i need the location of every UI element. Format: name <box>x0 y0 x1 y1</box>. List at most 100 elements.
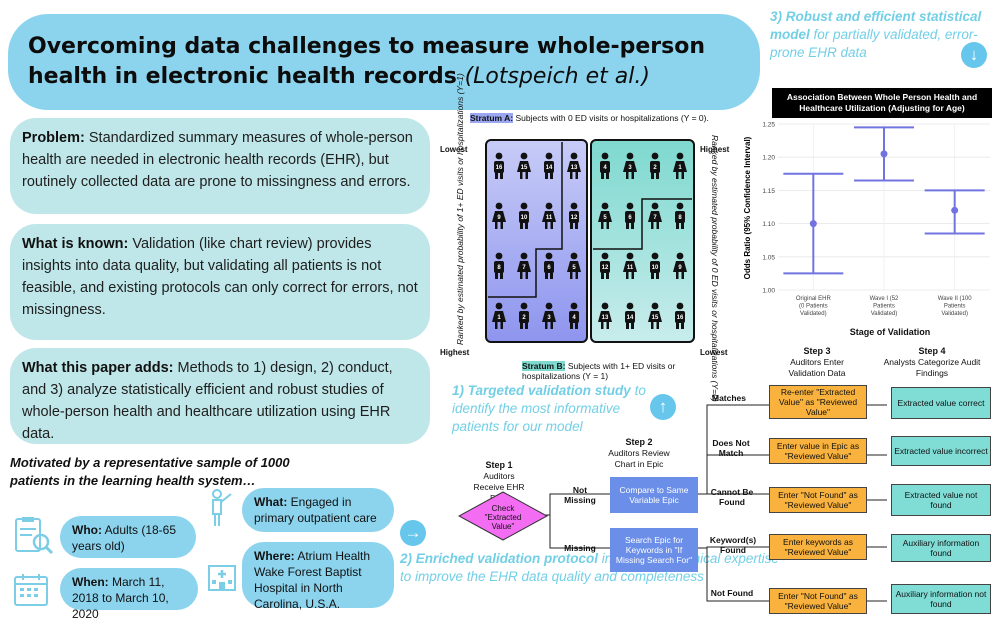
stratum-b-person: 14 <box>617 291 642 341</box>
outcome-aux-found: Auxiliary information found <box>891 534 991 562</box>
svg-text:13: 13 <box>570 165 577 171</box>
right-lowest-label: Lowest <box>700 348 728 357</box>
outcome-incorrect: Extracted value incorrect <box>891 436 991 466</box>
chart-point <box>809 220 817 228</box>
motivated-text: Motivated by a representative sample of … <box>10 455 290 488</box>
problem-box: Problem: Standardized summary measures o… <box>10 118 430 214</box>
stratum-b-label: Stratum B: Subjects with 1+ ED visits or… <box>522 361 676 381</box>
person-presenting-icon <box>205 488 237 528</box>
stratum-a-person: 6 <box>537 241 562 291</box>
svg-text:9: 9 <box>679 265 683 271</box>
chart-point <box>951 206 959 214</box>
when-pill: When: March 11, 2018 to March 10, 2020 <box>60 568 198 621</box>
stratum-b-person: 4 <box>592 141 617 191</box>
what-pill: What: Engaged in primary outpatient care <box>242 488 394 532</box>
svg-text:12: 12 <box>570 215 577 221</box>
stratum-b-person: 10 <box>643 241 668 291</box>
svg-text:8: 8 <box>679 215 683 221</box>
section1-heading: 1) Targeted validation study to identify… <box>452 383 646 434</box>
calendar-icon <box>12 572 52 608</box>
stratum-a-person: 11 <box>537 191 562 241</box>
svg-text:15: 15 <box>652 315 659 321</box>
svg-text:13: 13 <box>601 315 608 321</box>
right-highest-label: Highest <box>700 145 730 154</box>
svg-text:7: 7 <box>522 265 526 271</box>
left-lowest-label: Lowest <box>440 145 468 154</box>
matches-label: Matches <box>711 393 746 403</box>
hospital-icon <box>205 558 239 592</box>
svg-text:10: 10 <box>652 265 659 271</box>
stratum-a-person: 14 <box>537 141 562 191</box>
flow-connectors <box>545 404 887 602</box>
left-axis-label: Ranked by estimated probability of 1+ ED… <box>455 73 465 345</box>
compare-box: Compare to Same Variable Epic <box>610 477 698 513</box>
svg-text:4: 4 <box>603 165 607 171</box>
stratum-b-person: 16 <box>668 291 693 341</box>
stratum-b-person: 3 <box>617 141 642 191</box>
cannot-be-found-label: Cannot Be Found <box>710 487 754 507</box>
svg-text:2: 2 <box>653 165 657 171</box>
chart-ytick-label: 1.15 <box>762 188 775 195</box>
svg-text:5: 5 <box>603 215 607 221</box>
chart-title: Association Between Whole Person Health … <box>772 88 992 118</box>
stratum-a-label: Stratum A: Subjects with 0 ED visits or … <box>470 113 709 123</box>
svg-text:16: 16 <box>496 165 503 171</box>
stratum-a-person: 4 <box>561 291 586 341</box>
missing-label: Missing <box>564 543 596 553</box>
stratum-a-person: 2 <box>512 291 537 341</box>
outcome-aux-not-found: Auxiliary information not found <box>891 584 991 614</box>
stratum-a-person: 3 <box>537 291 562 341</box>
stratum-a-person: 5 <box>561 241 586 291</box>
stratum-b-person: 8 <box>668 191 693 241</box>
stratum-a-person: 13 <box>561 141 586 191</box>
svg-text:8: 8 <box>498 265 502 271</box>
chart-xlabel: Stage of Validation <box>849 327 931 337</box>
where-pill: Where: Atrium Health Wake Forest Baptist… <box>242 542 394 611</box>
svg-text:11: 11 <box>627 265 634 271</box>
chart-ytick-label: 1.10 <box>762 221 775 228</box>
stratum-a-person: 7 <box>512 241 537 291</box>
left-highest-label: Highest <box>440 348 470 357</box>
chart-ytick-label: 1.00 <box>762 288 775 295</box>
arrow-up-icon: ↑ <box>650 394 676 420</box>
stratum-b-person: 9 <box>668 241 693 291</box>
title-banner: Overcoming data challenges to measure wh… <box>8 14 760 110</box>
svg-text:14: 14 <box>627 315 634 321</box>
svg-text:14: 14 <box>546 165 553 171</box>
adds-box: What this paper adds: Methods to 1) desi… <box>10 348 430 444</box>
stratum-b-person: 1 <box>668 141 693 191</box>
svg-text:4: 4 <box>572 315 576 321</box>
svg-text:1: 1 <box>498 315 502 321</box>
stratum-b-person: 2 <box>643 141 668 191</box>
stratum-a-person: 9 <box>487 191 512 241</box>
svg-text:6: 6 <box>547 265 551 271</box>
stratum-a-person: 15 <box>512 141 537 191</box>
stratum-a-person: 10 <box>512 191 537 241</box>
chart-ylabel: Odds Ratio (95% Confidence Interval) <box>743 136 752 279</box>
outcome-correct: Extracted value correct <box>891 387 991 419</box>
chart-ytick-label: 1.20 <box>762 155 775 162</box>
stratum-a-person: 1 <box>487 291 512 341</box>
stratum-b-person: 7 <box>643 191 668 241</box>
stratum-b-person: 11 <box>617 241 642 291</box>
svg-text:9: 9 <box>498 215 502 221</box>
svg-text:16: 16 <box>677 315 684 321</box>
arrow-right-icon: → <box>400 520 426 546</box>
keywords-found-label: Keyword(s) Found <box>709 535 757 555</box>
stratum-a-person: 16 <box>487 141 512 191</box>
svg-text:6: 6 <box>628 215 632 221</box>
does-not-match-label: Does Not Match <box>712 438 750 458</box>
right-axis-label: Ranked by estimated probability of 0 ED … <box>710 135 720 402</box>
svg-text:7: 7 <box>653 215 657 221</box>
svg-text:3: 3 <box>547 315 551 321</box>
stratum-b-person: 6 <box>617 191 642 241</box>
stratum-a-person: 12 <box>561 191 586 241</box>
stratum-b-person: 5 <box>592 191 617 241</box>
author-label: (Lotspeich et al.) <box>464 64 650 89</box>
